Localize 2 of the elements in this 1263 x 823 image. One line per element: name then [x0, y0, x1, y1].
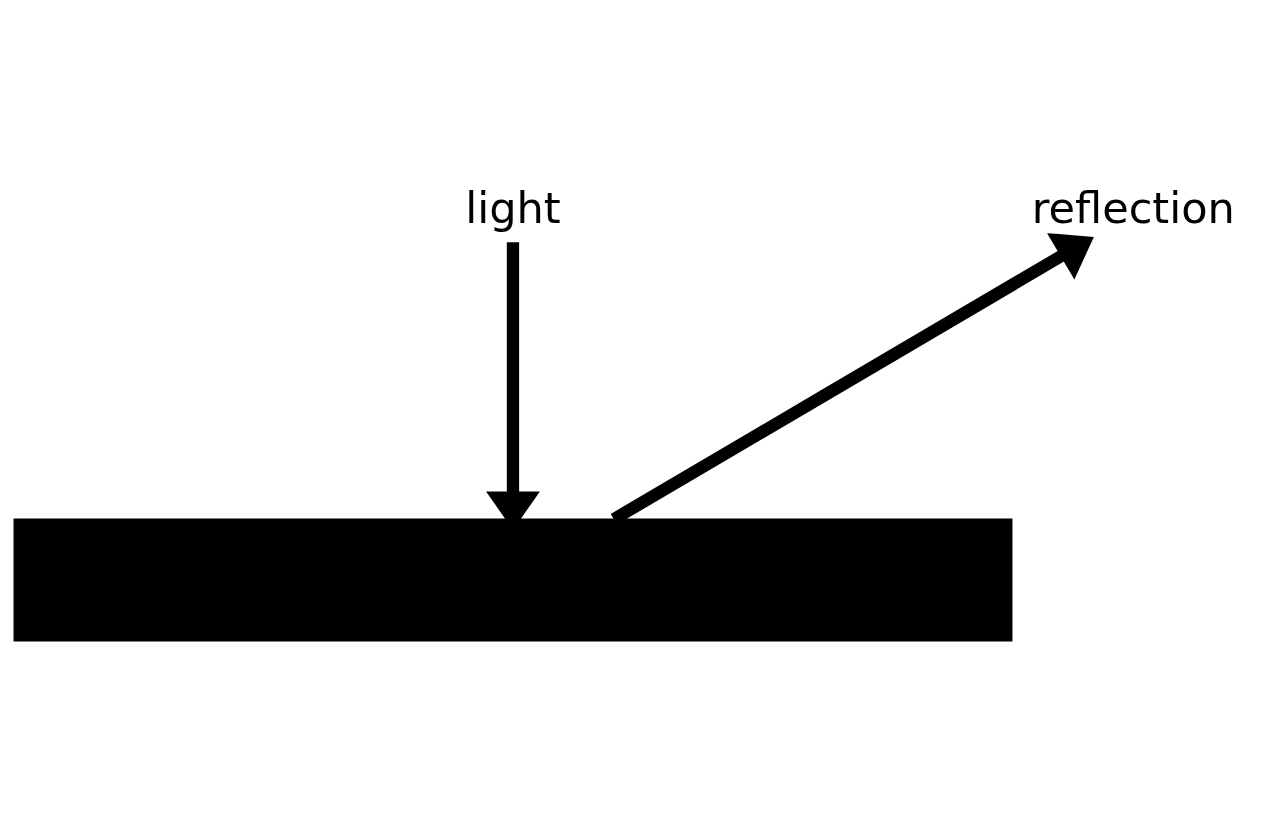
node-text: light [465, 182, 561, 233]
node-text: reflection [1031, 182, 1235, 233]
